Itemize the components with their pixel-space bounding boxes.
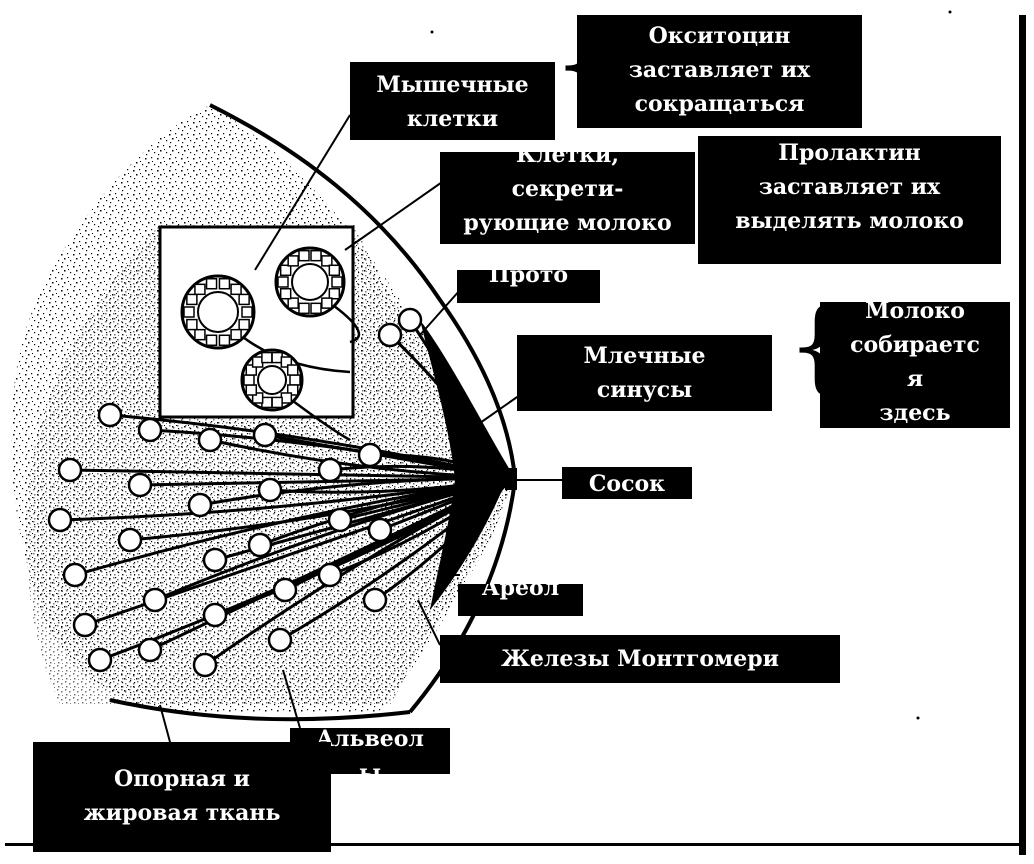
secretory-cell <box>207 279 217 289</box>
alveolus <box>319 564 341 586</box>
secretory-cell <box>195 284 205 294</box>
secretory-cell <box>290 375 300 385</box>
secretory-cell <box>195 330 205 340</box>
alveolus <box>399 309 421 331</box>
secretory-cell <box>322 298 332 308</box>
secretory-cell <box>242 307 252 317</box>
secretory-cell <box>219 279 229 289</box>
alveolus <box>194 654 216 676</box>
alveolus <box>139 419 161 441</box>
label-milk-collects: Молоко собираетс я здесь <box>820 302 1010 428</box>
alveolus <box>204 604 226 626</box>
alveolus <box>139 639 161 661</box>
alveolus <box>269 629 291 651</box>
alveolus <box>329 509 351 531</box>
alveolus <box>369 519 391 541</box>
secretory-cell <box>184 307 194 317</box>
alveolus <box>359 444 381 466</box>
secretory-cell <box>299 251 309 261</box>
alveolus <box>74 614 96 636</box>
secretory-cell <box>187 294 197 304</box>
secretory-cell <box>329 289 339 299</box>
alveolus <box>364 589 386 611</box>
alveolus <box>99 404 121 426</box>
label-oxytocin: Окситоцин заставляет их сокращаться <box>577 15 862 128</box>
secretory-cell <box>272 397 282 407</box>
label-ducts: Прото <box>457 270 600 303</box>
alveolus <box>259 479 281 501</box>
secretory-cell <box>207 335 217 345</box>
nipple-tip <box>505 468 517 490</box>
alveolus <box>129 474 151 496</box>
secretory-cell <box>231 284 241 294</box>
alveolus <box>274 579 296 601</box>
alveolus <box>199 429 221 451</box>
label-prolactin: Пролактин заставляет их выделять молоко <box>698 136 1001 264</box>
label-montgomery: Железы Монтгомери <box>440 635 840 683</box>
alveolus <box>144 589 166 611</box>
secretory-cell <box>288 298 298 308</box>
alveolus <box>119 529 141 551</box>
label-sinuses: Млечные синусы <box>517 335 772 411</box>
secretory-cell <box>262 353 272 363</box>
alveolus <box>59 459 81 481</box>
secretory-cell <box>246 385 256 395</box>
label-secreting-cells: Клетки, секрети- рующие молоко <box>440 152 695 244</box>
secretory-cell <box>281 265 291 275</box>
secretory-cell <box>311 251 321 261</box>
acinus-lumen <box>258 366 286 394</box>
secretory-cell <box>239 320 249 330</box>
secretory-cell <box>322 256 332 266</box>
frame-border-right <box>1019 15 1026 855</box>
secretory-cell <box>219 335 229 345</box>
secretory-cell <box>244 375 254 385</box>
alveolus <box>379 324 401 346</box>
alveolus <box>249 534 271 556</box>
alveolus <box>204 549 226 571</box>
secretory-cell <box>288 365 298 375</box>
secretory-cell <box>288 256 298 266</box>
label-support-tissue: Опорная и жировая ткань <box>33 742 331 852</box>
label-muscle-cells: Мышечные клетки <box>350 62 555 140</box>
secretory-cell <box>299 303 309 313</box>
secretory-cell <box>332 277 342 287</box>
label-areola: Ареол <box>458 584 583 616</box>
alveolus <box>254 424 276 446</box>
alveolus <box>89 649 111 671</box>
secretory-cell <box>187 320 197 330</box>
label-nipple: Сосок <box>562 467 692 499</box>
alveolus <box>49 509 71 531</box>
acinus-lumen <box>198 292 238 332</box>
alveolus <box>319 459 341 481</box>
secretory-cell <box>278 277 288 287</box>
secretory-cell <box>329 265 339 275</box>
secretory-cell <box>311 303 321 313</box>
alveolus <box>189 494 211 516</box>
secretory-cell <box>239 294 249 304</box>
acinus-lumen <box>292 264 328 300</box>
alveolus <box>64 564 86 586</box>
secretory-cell <box>281 289 291 299</box>
secretory-cell <box>231 330 241 340</box>
